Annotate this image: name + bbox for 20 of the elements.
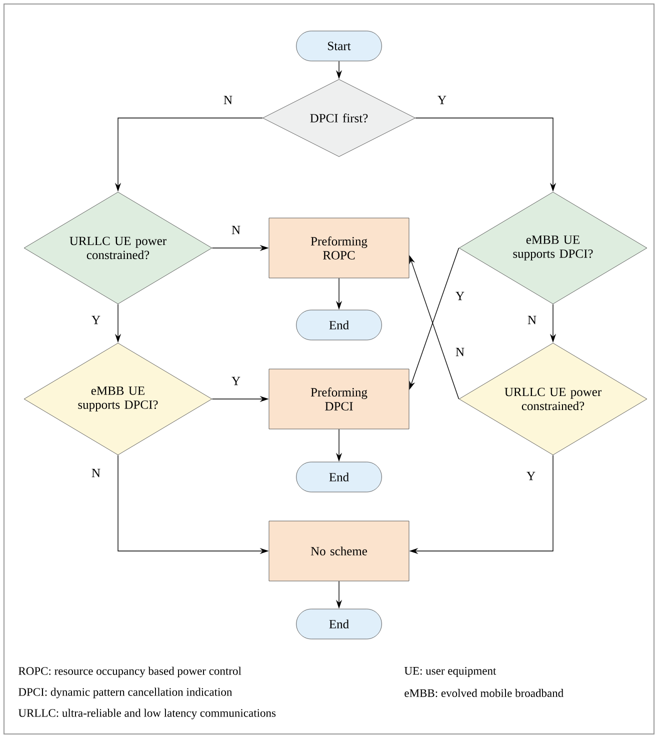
- edge-label: Y: [90, 314, 102, 326]
- edge-label: N: [526, 314, 538, 326]
- edge-label: Y: [526, 470, 537, 482]
- edge-label: N: [90, 468, 102, 478]
- terminal-box: End: [296, 310, 382, 340]
- terminal-box: Start: [296, 30, 382, 62]
- legend-note: UE: user equipment: [404, 666, 496, 678]
- legend-note: eMBB: evolved mobile broadband: [404, 688, 564, 698]
- terminal-box: End: [296, 608, 382, 640]
- process-box: Preforming ROPC: [268, 218, 410, 278]
- process-box: No scheme: [268, 520, 410, 582]
- legend-note: ROPC: resource occupancy based power control: [18, 666, 242, 678]
- edge-label: Y: [436, 94, 448, 106]
- terminal-box: End: [296, 462, 382, 492]
- process-box: Preforming DPCI: [268, 368, 410, 430]
- legend-note: DPCI: dynamic pattern cancellation indication: [18, 688, 232, 698]
- legend-note: URLLC: ultra-reliable and low latency communications: [18, 708, 276, 720]
- edge-label: Y: [230, 376, 242, 386]
- edge-label: N: [222, 94, 234, 106]
- edge-label: N: [230, 224, 242, 236]
